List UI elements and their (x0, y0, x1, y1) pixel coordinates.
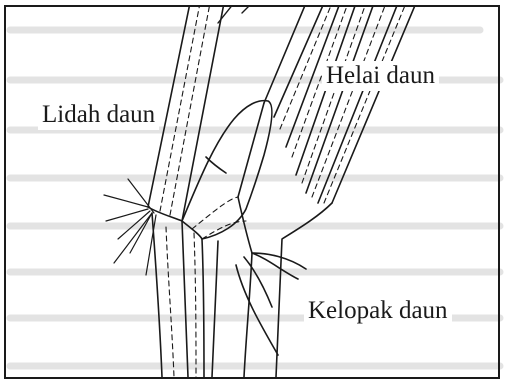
label-leaf-sheath: Kelopak daun (304, 296, 452, 326)
label-ligule: Lidah daun (38, 100, 159, 130)
label-leaf-blade: Helai daun (322, 61, 439, 91)
culm-drawing (148, 7, 224, 377)
auricle-hairs-drawing (104, 179, 156, 275)
leaf-sheath-drawing (236, 197, 332, 377)
diagram-frame: Lidah daun Helai daun Kelopak daun (4, 5, 500, 379)
leaf-blade-drawing (238, 7, 416, 203)
